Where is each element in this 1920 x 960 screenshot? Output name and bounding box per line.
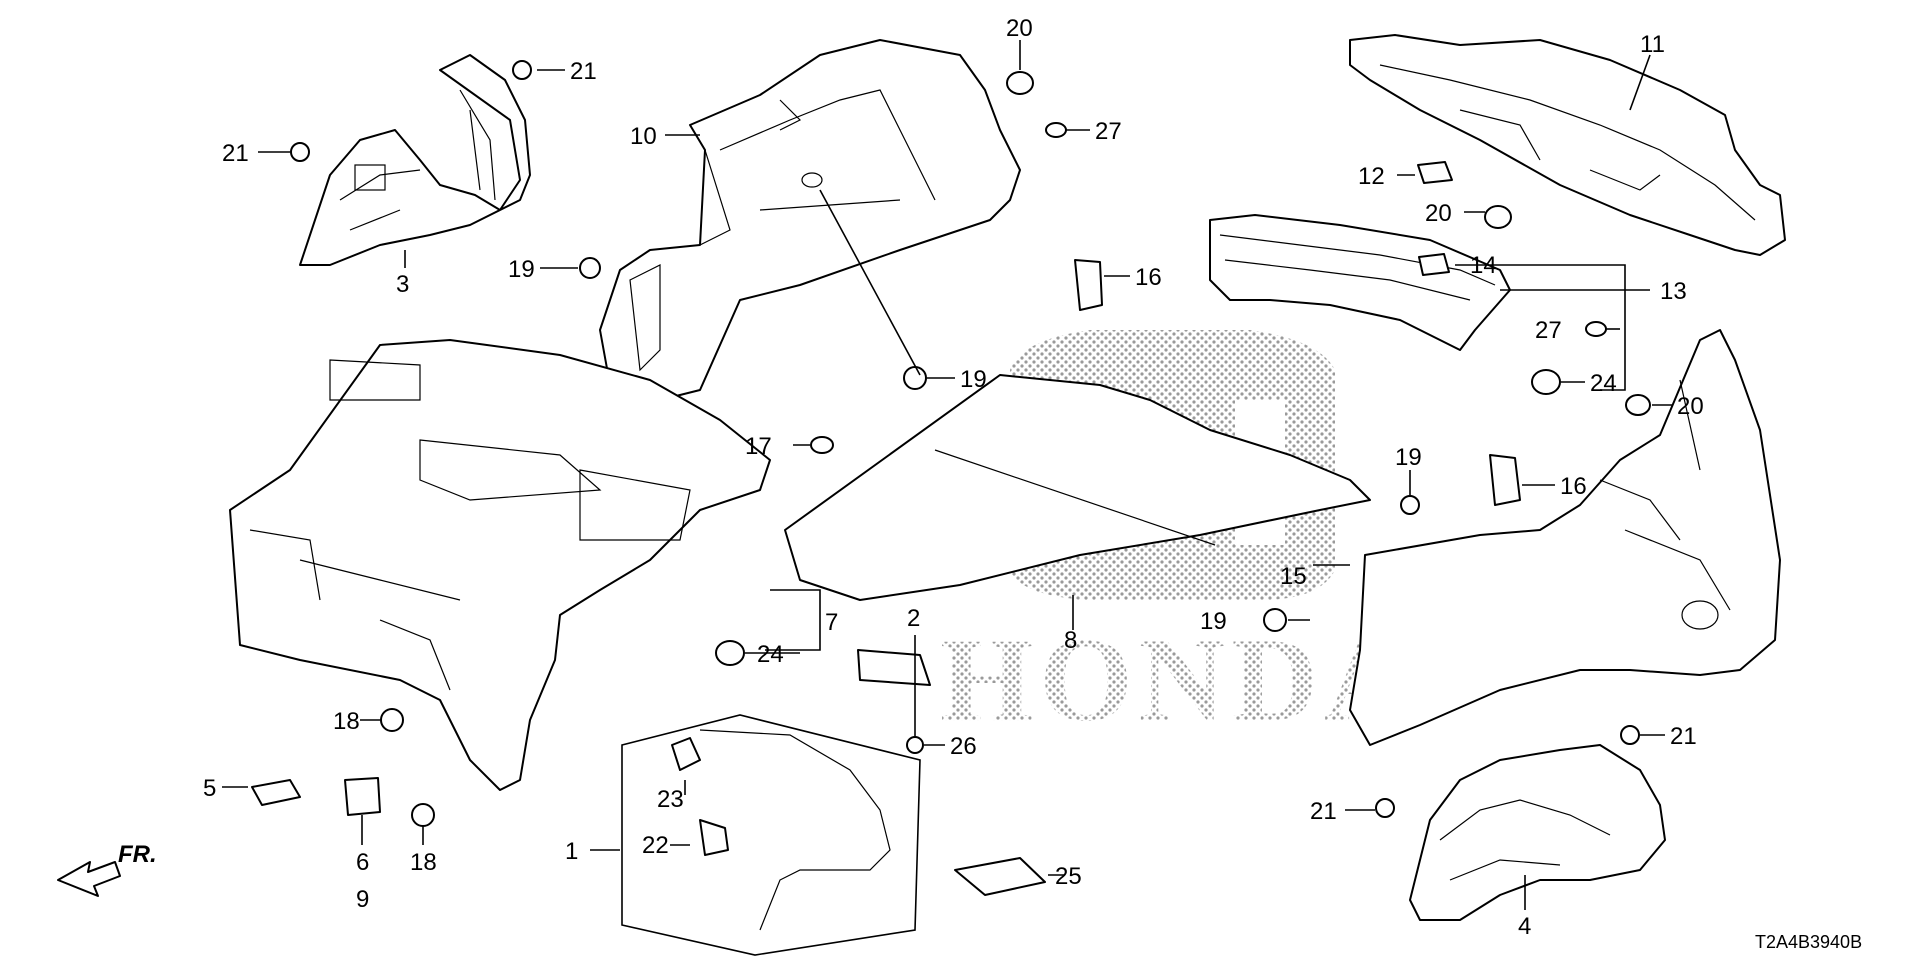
callout-21-b: 21 [222,140,249,167]
callout-24-a: 24 [1590,370,1617,397]
callout-19-c: 19 [1395,444,1422,471]
diagram-code: T2A4B3940B [1755,932,1862,952]
callout-20-a: 20 [1006,15,1033,42]
callout-21-a: 21 [570,58,597,85]
part-3-trunk-side-bracket [299,54,531,268]
part-8-trunk-floor-mat [784,374,1371,601]
callout-8: 8 [1064,627,1077,654]
callout-24-b: 24 [757,641,784,668]
callout-19-b: 19 [960,366,987,393]
callout-5: 5 [203,775,216,802]
fastener-clips [251,60,1651,896]
callout-6: 6 [356,849,369,876]
callout-10: 10 [630,123,657,150]
callout-11: 11 [1640,31,1665,58]
part-11-rear-panel-trim [1349,34,1786,256]
callout-7: 7 [825,609,838,636]
callout-21-c: 21 [1310,798,1337,825]
front-direction-indicator: FR. [57,841,157,897]
callout-18-a: 18 [333,708,360,735]
part-4-trunk-side-bracket-right [1409,744,1666,921]
callout-15: 15 [1280,563,1307,590]
part-10-trunk-side-lining-left [599,39,1021,401]
part-15-trunk-side-lining-right [1349,329,1781,746]
part-1-opener-cable-kit [621,714,921,956]
part-7-rear-parcel-shelf [229,339,771,791]
callout-3: 3 [396,271,409,298]
callout-19-d: 19 [1200,608,1227,635]
callout-1: 1 [565,838,578,865]
arrow-left-icon [57,861,121,897]
callout-17: 17 [745,433,772,460]
part-2-switch-bracket [857,649,931,686]
callout-4: 4 [1518,913,1531,940]
callout-20-c: 20 [1677,393,1704,420]
callout-23: 23 [657,786,684,813]
callout-20-b: 20 [1425,200,1452,227]
callout-25: 25 [1055,863,1082,890]
callout-labels: 21 21 3 10 20 27 19 16 19 17 11 12 20 14… [203,15,1704,940]
callout-19-a: 19 [508,256,535,283]
callout-26: 26 [950,733,977,760]
callout-27-b: 27 [1535,317,1562,344]
callout-21-d: 21 [1670,723,1697,750]
callout-12: 12 [1358,163,1385,190]
leader-lines [222,40,1672,910]
callout-27-a: 27 [1095,118,1122,145]
callout-16-b: 16 [1560,473,1587,500]
callout-13: 13 [1660,278,1687,305]
front-label: FR. [118,841,157,868]
callout-2: 2 [907,605,920,632]
honda-wordmark: HONDA [940,613,1417,746]
callout-22: 22 [642,832,669,859]
callout-18-b: 18 [410,849,437,876]
callout-9: 9 [356,886,369,913]
callout-14: 14 [1470,252,1497,279]
part-13-rear-panel-lining [1209,214,1511,351]
callout-16-a: 16 [1135,264,1162,291]
